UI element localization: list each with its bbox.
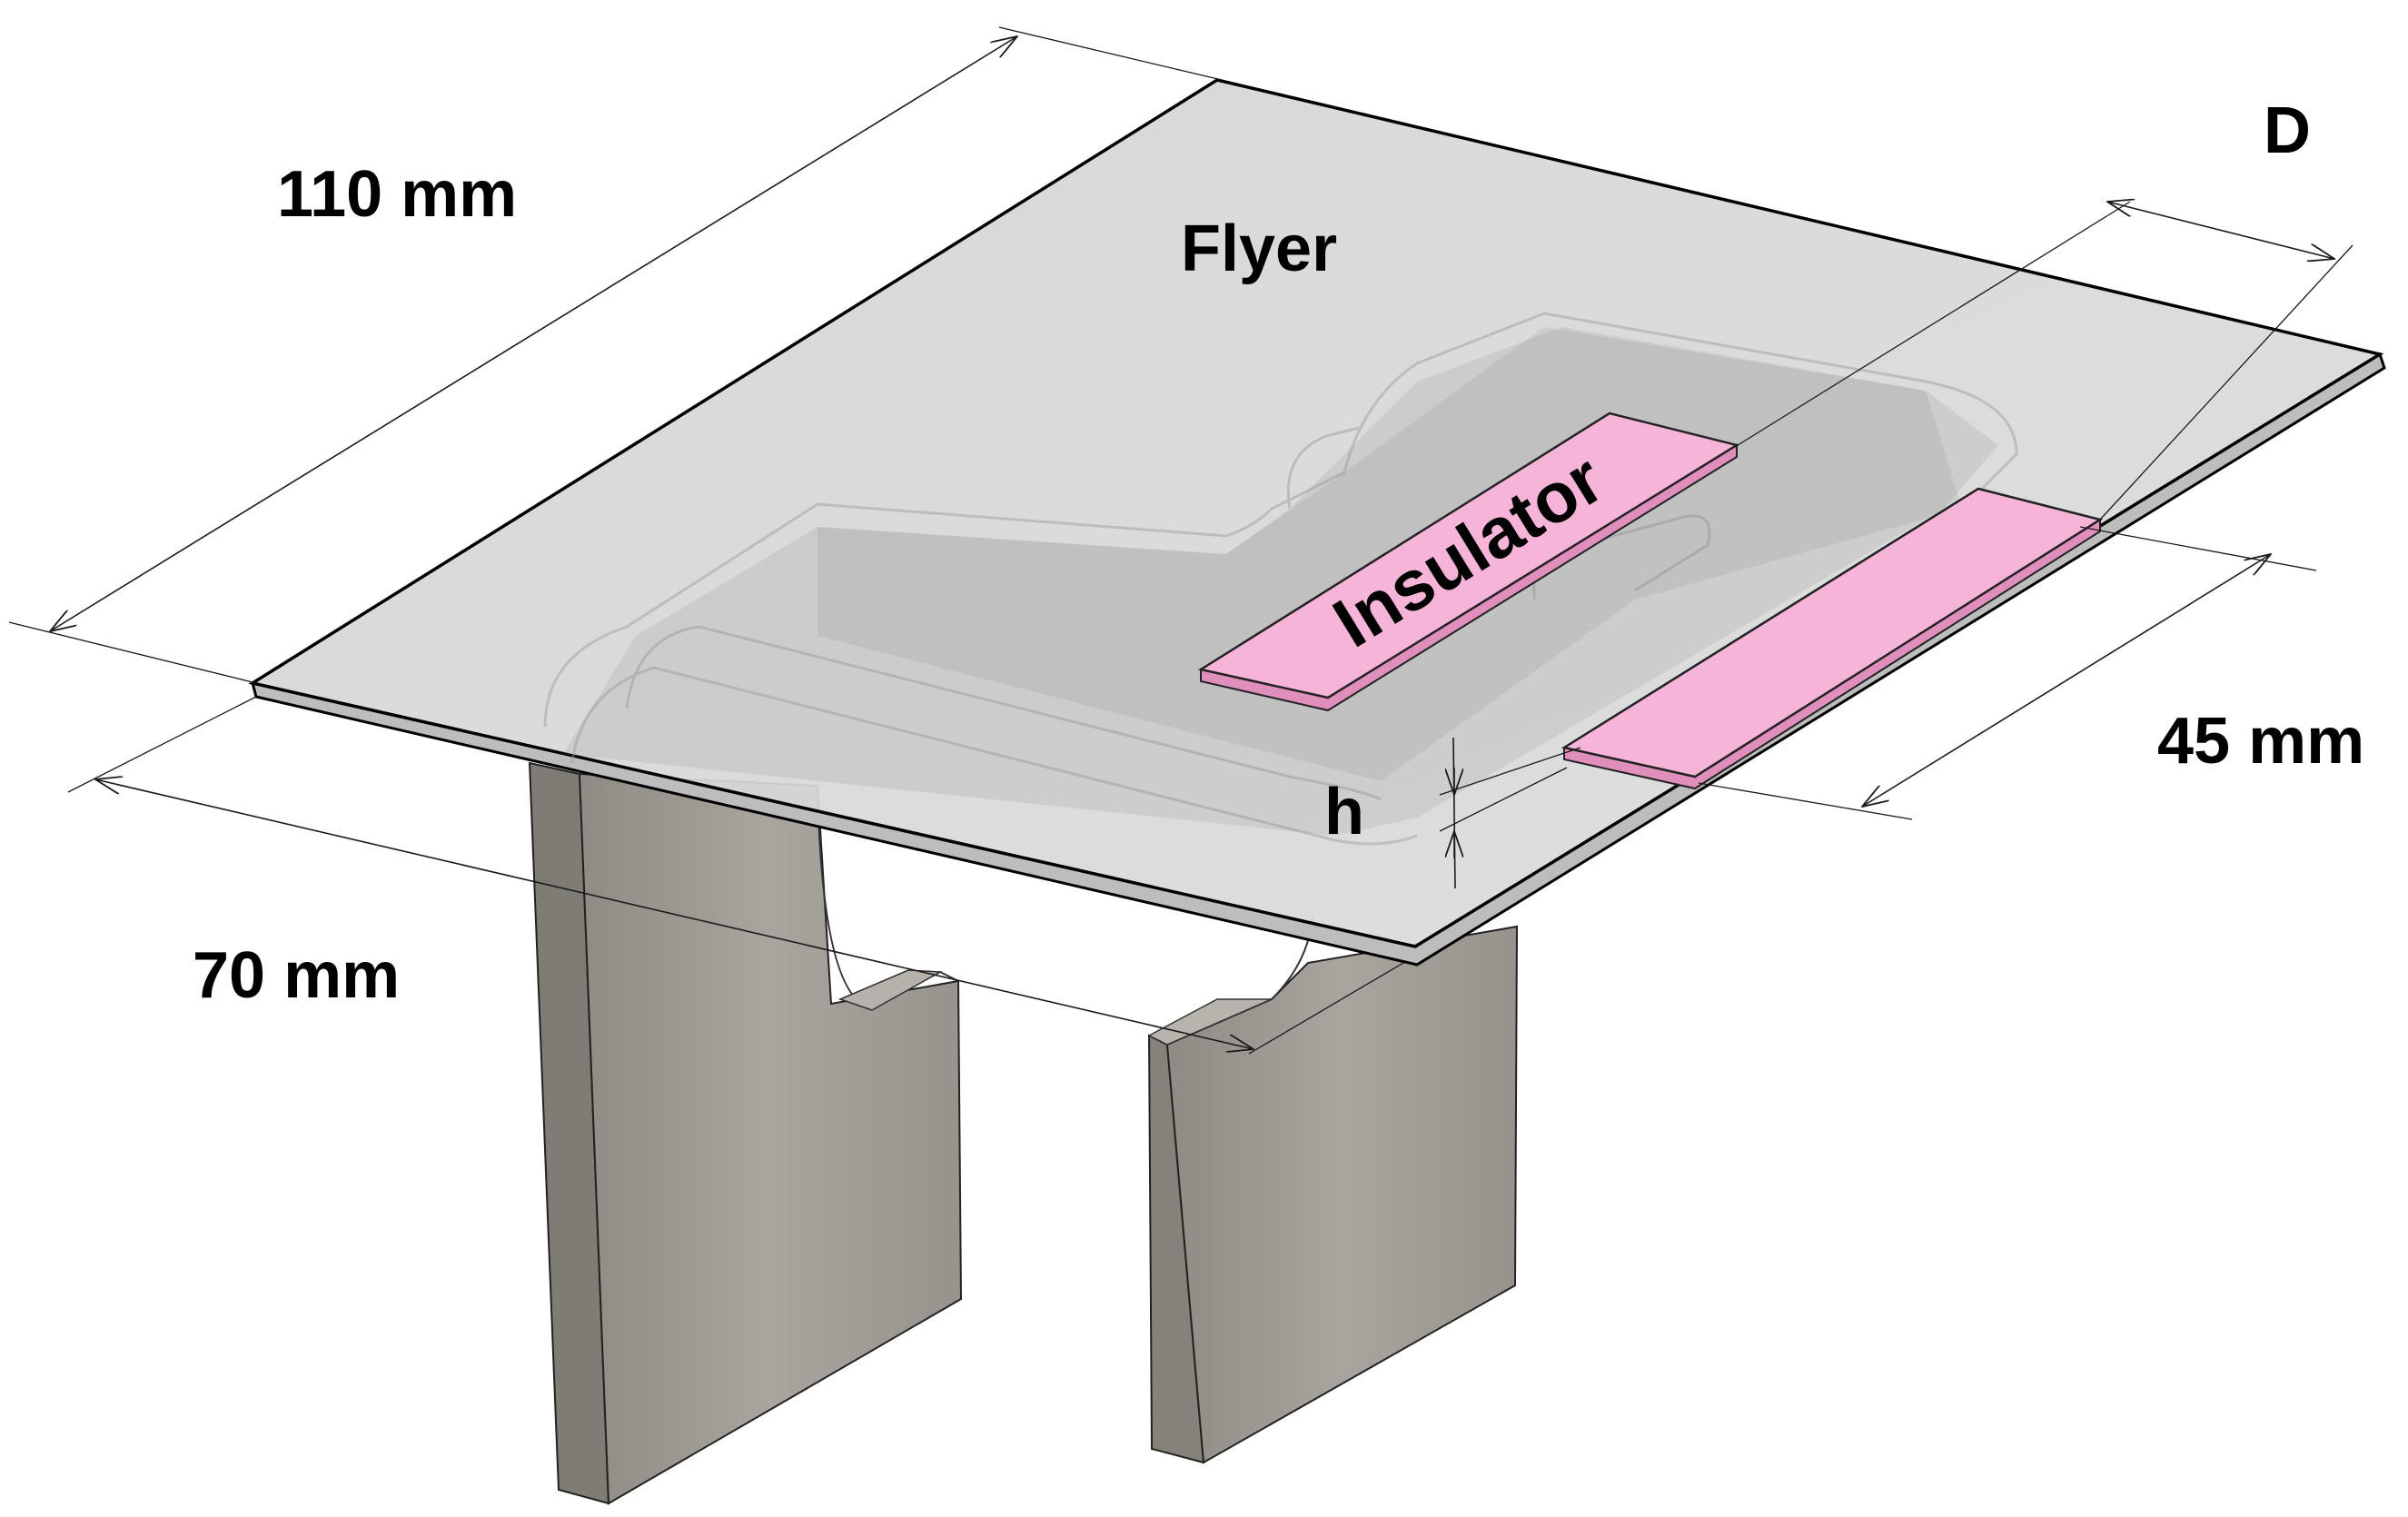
width-extension-right — [1248, 962, 1404, 1055]
width-dimension-line — [95, 779, 1254, 1049]
strip-extension-top — [2079, 526, 2317, 571]
ghost-frame-outline-back — [1343, 312, 2018, 511]
gap-extension-left — [1734, 201, 2131, 448]
gap-label: D — [2264, 94, 2311, 167]
strip-extension-bottom — [1698, 782, 1913, 820]
length-extension-top — [998, 26, 1223, 81]
width-label: 70 mm — [193, 939, 400, 1012]
width-extension-left — [67, 696, 257, 793]
height-label: h — [1324, 776, 1364, 848]
strip-length-dimension-line — [1862, 554, 2271, 807]
length-label: 110 mm — [277, 158, 517, 231]
dimensions — [8, 26, 2353, 1055]
height-dimension-line — [1452, 737, 1456, 889]
ghost-frame-tab — [1286, 425, 1363, 510]
height-extension-bottom — [1439, 767, 1568, 832]
length-dimension-line — [50, 36, 1017, 631]
gap-extension-right — [2099, 244, 2353, 521]
length-extension-bottom — [8, 621, 257, 684]
gap-dimension-line — [2107, 202, 2334, 259]
flyer-label: Flyer — [1181, 213, 1337, 285]
strip-length-label: 45 mm — [2157, 705, 2364, 778]
ghost-frame-bottom — [570, 666, 1418, 846]
left-leg-face — [578, 772, 963, 1505]
